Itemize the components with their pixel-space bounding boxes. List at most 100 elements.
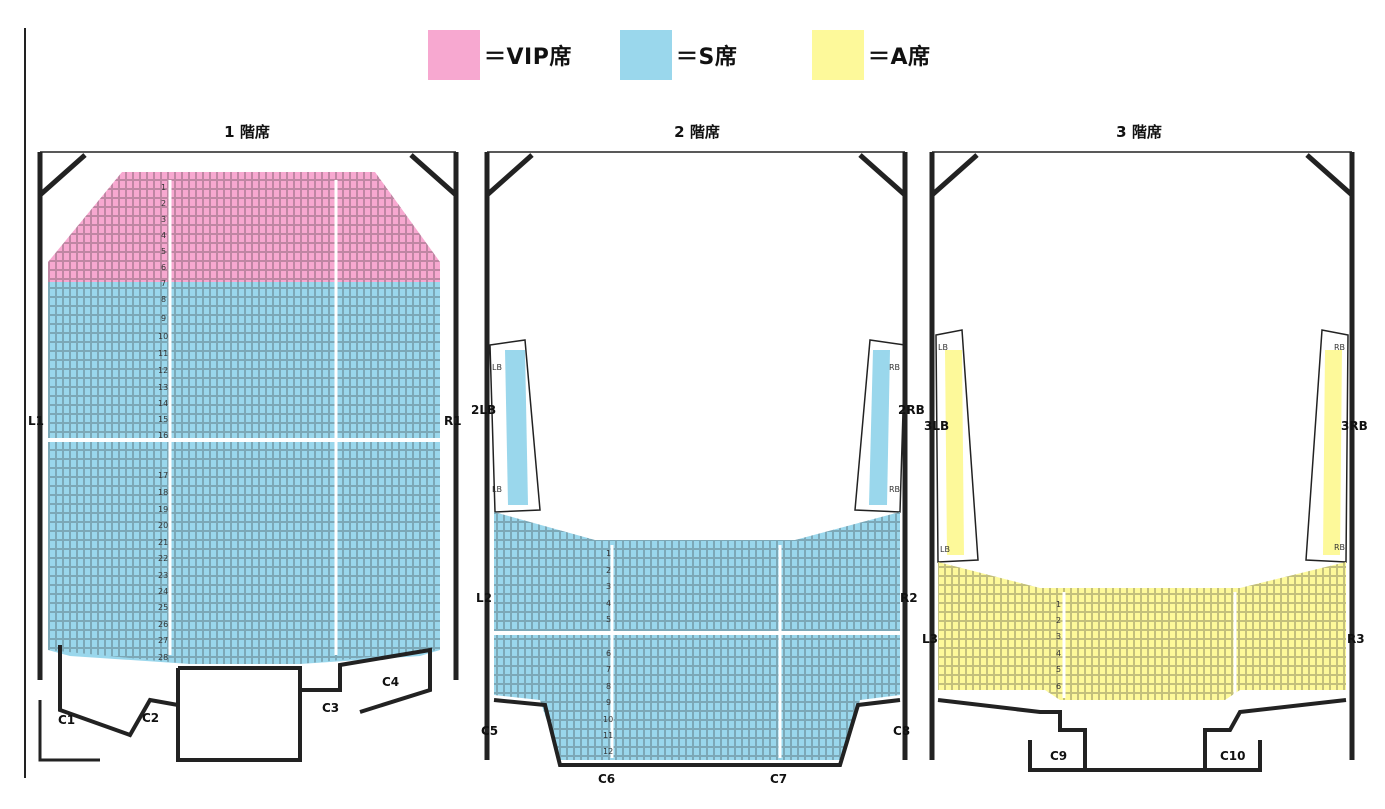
f1-row-8: 8 <box>161 295 166 304</box>
f1-row-23: 23 <box>158 571 168 580</box>
f3-row-2: 2 <box>1056 616 1061 625</box>
floor3-label-c9: C9 <box>1050 749 1067 763</box>
f1-row-20: 20 <box>158 521 168 530</box>
f1-row-10: 10 <box>158 332 168 341</box>
f1-row-12: 12 <box>158 366 168 375</box>
f3-row-5: 5 <box>1056 665 1061 674</box>
f2-row-1: 1 <box>606 549 611 558</box>
floor3-row-numbers: 1 2 3 4 5 6 <box>1056 600 1061 691</box>
f1-row-9: 9 <box>161 314 166 323</box>
floor3-label-lb-top: LB <box>938 343 948 352</box>
legend-a-swatch <box>812 30 864 80</box>
f1-row-21: 21 <box>158 538 168 547</box>
f2-row-6: 6 <box>606 649 611 658</box>
f3-row-4: 4 <box>1056 649 1061 658</box>
f2-row-12: 12 <box>603 747 613 756</box>
f2-row-10: 10 <box>603 715 613 724</box>
f3-row-6: 6 <box>1056 682 1061 691</box>
floor2-plan: 2LB 2RB L2 R2 C5 C6 C7 C8 LB LB RB RB 1 … <box>471 151 925 786</box>
f2-row-8: 8 <box>606 682 611 691</box>
legend-vip-label: ＝VIP席 <box>484 45 572 70</box>
floor2-label-2rb: 2RB <box>898 403 925 417</box>
floor2-label-c6: C6 <box>598 772 615 786</box>
floor3-label-l3: L3 <box>922 632 938 646</box>
f1-row-2: 2 <box>161 199 166 208</box>
f1-row-22: 22 <box>158 554 168 563</box>
floor2-label-c8: C8 <box>893 724 910 738</box>
f2-row-11: 11 <box>603 731 613 740</box>
f1-row-25: 25 <box>158 603 168 612</box>
f3-row-3: 3 <box>1056 632 1061 641</box>
f1-row-18: 18 <box>158 488 168 497</box>
floor2-wall <box>484 152 908 760</box>
f2-row-4: 4 <box>606 599 611 608</box>
f2-row-7: 7 <box>606 665 611 674</box>
floor3-label-3lb: 3LB <box>924 419 949 433</box>
floor2-label-r2: R2 <box>900 591 918 605</box>
floor3-lower-wall <box>937 698 1347 772</box>
floor3-label-rb-bottom: RB <box>1334 543 1345 552</box>
floor1-wall-diag <box>38 153 458 197</box>
floor3-label-3rb: 3RB <box>1341 419 1368 433</box>
f1-row-27: 27 <box>158 636 168 645</box>
f1-row-15: 15 <box>158 415 168 424</box>
floor3-wall <box>929 152 1355 760</box>
floor1-label-l1: L1 <box>28 414 44 428</box>
floor2-rb-box[interactable] <box>869 350 890 505</box>
floor1-lower-rooms <box>58 645 432 762</box>
floor1-label-r1: R1 <box>444 414 462 428</box>
floor1-label-c2: C2 <box>142 711 159 725</box>
page-divider-line <box>24 28 26 778</box>
floor3-seat-grid <box>938 562 1346 700</box>
f1-row-14: 14 <box>158 399 168 408</box>
f1-row-3: 3 <box>161 215 166 224</box>
f3-row-1: 1 <box>1056 600 1061 609</box>
floor3-label-lb-bottom: LB <box>940 545 950 554</box>
floor2-label-l2: L2 <box>476 591 492 605</box>
floor2-label-lb-bottom: LB <box>492 485 502 494</box>
floor3-box-outline <box>935 329 1349 563</box>
floor2-label-2lb: 2LB <box>471 403 496 417</box>
floor2-seat-grid <box>494 512 900 760</box>
f2-row-5: 5 <box>606 615 611 624</box>
f1-row-7: 7 <box>161 279 166 288</box>
floor3-lb-box[interactable] <box>945 350 964 555</box>
legend-vip: ＝VIP席 <box>428 30 572 80</box>
legend-s-swatch <box>620 30 672 80</box>
floor3-label-c10: C10 <box>1220 749 1246 763</box>
legend-a: ＝A席 <box>812 30 931 80</box>
legend-a-label: ＝A席 <box>868 45 931 70</box>
floor1-exit-c1 <box>38 700 100 762</box>
floor1-label-c1: C1 <box>58 713 75 727</box>
floor1-seat-grid <box>48 172 440 664</box>
legend-vip-swatch <box>428 30 480 80</box>
floor3-rb-box[interactable] <box>1323 350 1342 555</box>
f1-row-28: 28 <box>158 653 168 662</box>
f1-row-16: 16 <box>158 431 168 440</box>
floor2-lower-wall <box>493 698 901 767</box>
floor3-title: 3 階席 <box>1116 123 1162 141</box>
floor2-title: 2 階席 <box>674 123 720 141</box>
f1-row-24: 24 <box>158 587 168 596</box>
floor1-wall <box>37 152 459 680</box>
f1-row-13: 13 <box>158 383 168 392</box>
legend-s: ＝S席 <box>620 30 737 80</box>
f1-row-1: 1 <box>161 183 166 192</box>
f1-row-5: 5 <box>161 247 166 256</box>
f1-row-17: 17 <box>158 471 168 480</box>
floor1-title: 1 階席 <box>224 123 270 141</box>
floor2-label-c7: C7 <box>770 772 787 786</box>
floor2-box-outline <box>489 339 906 513</box>
floor1-label-c4: C4 <box>382 675 399 689</box>
floor1-label-c3: C3 <box>322 701 339 715</box>
floor3-label-rb-top: RB <box>1334 343 1345 352</box>
f2-row-2: 2 <box>606 566 611 575</box>
floor2-row-numbers: 1 2 3 4 5 6 7 8 9 10 11 12 <box>603 549 613 756</box>
floor2-lb-box[interactable] <box>505 350 528 505</box>
f1-row-11: 11 <box>158 349 168 358</box>
f1-row-26: 26 <box>158 620 168 629</box>
floor1-row-numbers: 1 2 3 4 5 6 7 8 9 10 11 12 13 14 15 16 1… <box>158 183 168 662</box>
floor2-label-rb-bottom: RB <box>889 485 900 494</box>
f1-row-6: 6 <box>161 263 166 272</box>
